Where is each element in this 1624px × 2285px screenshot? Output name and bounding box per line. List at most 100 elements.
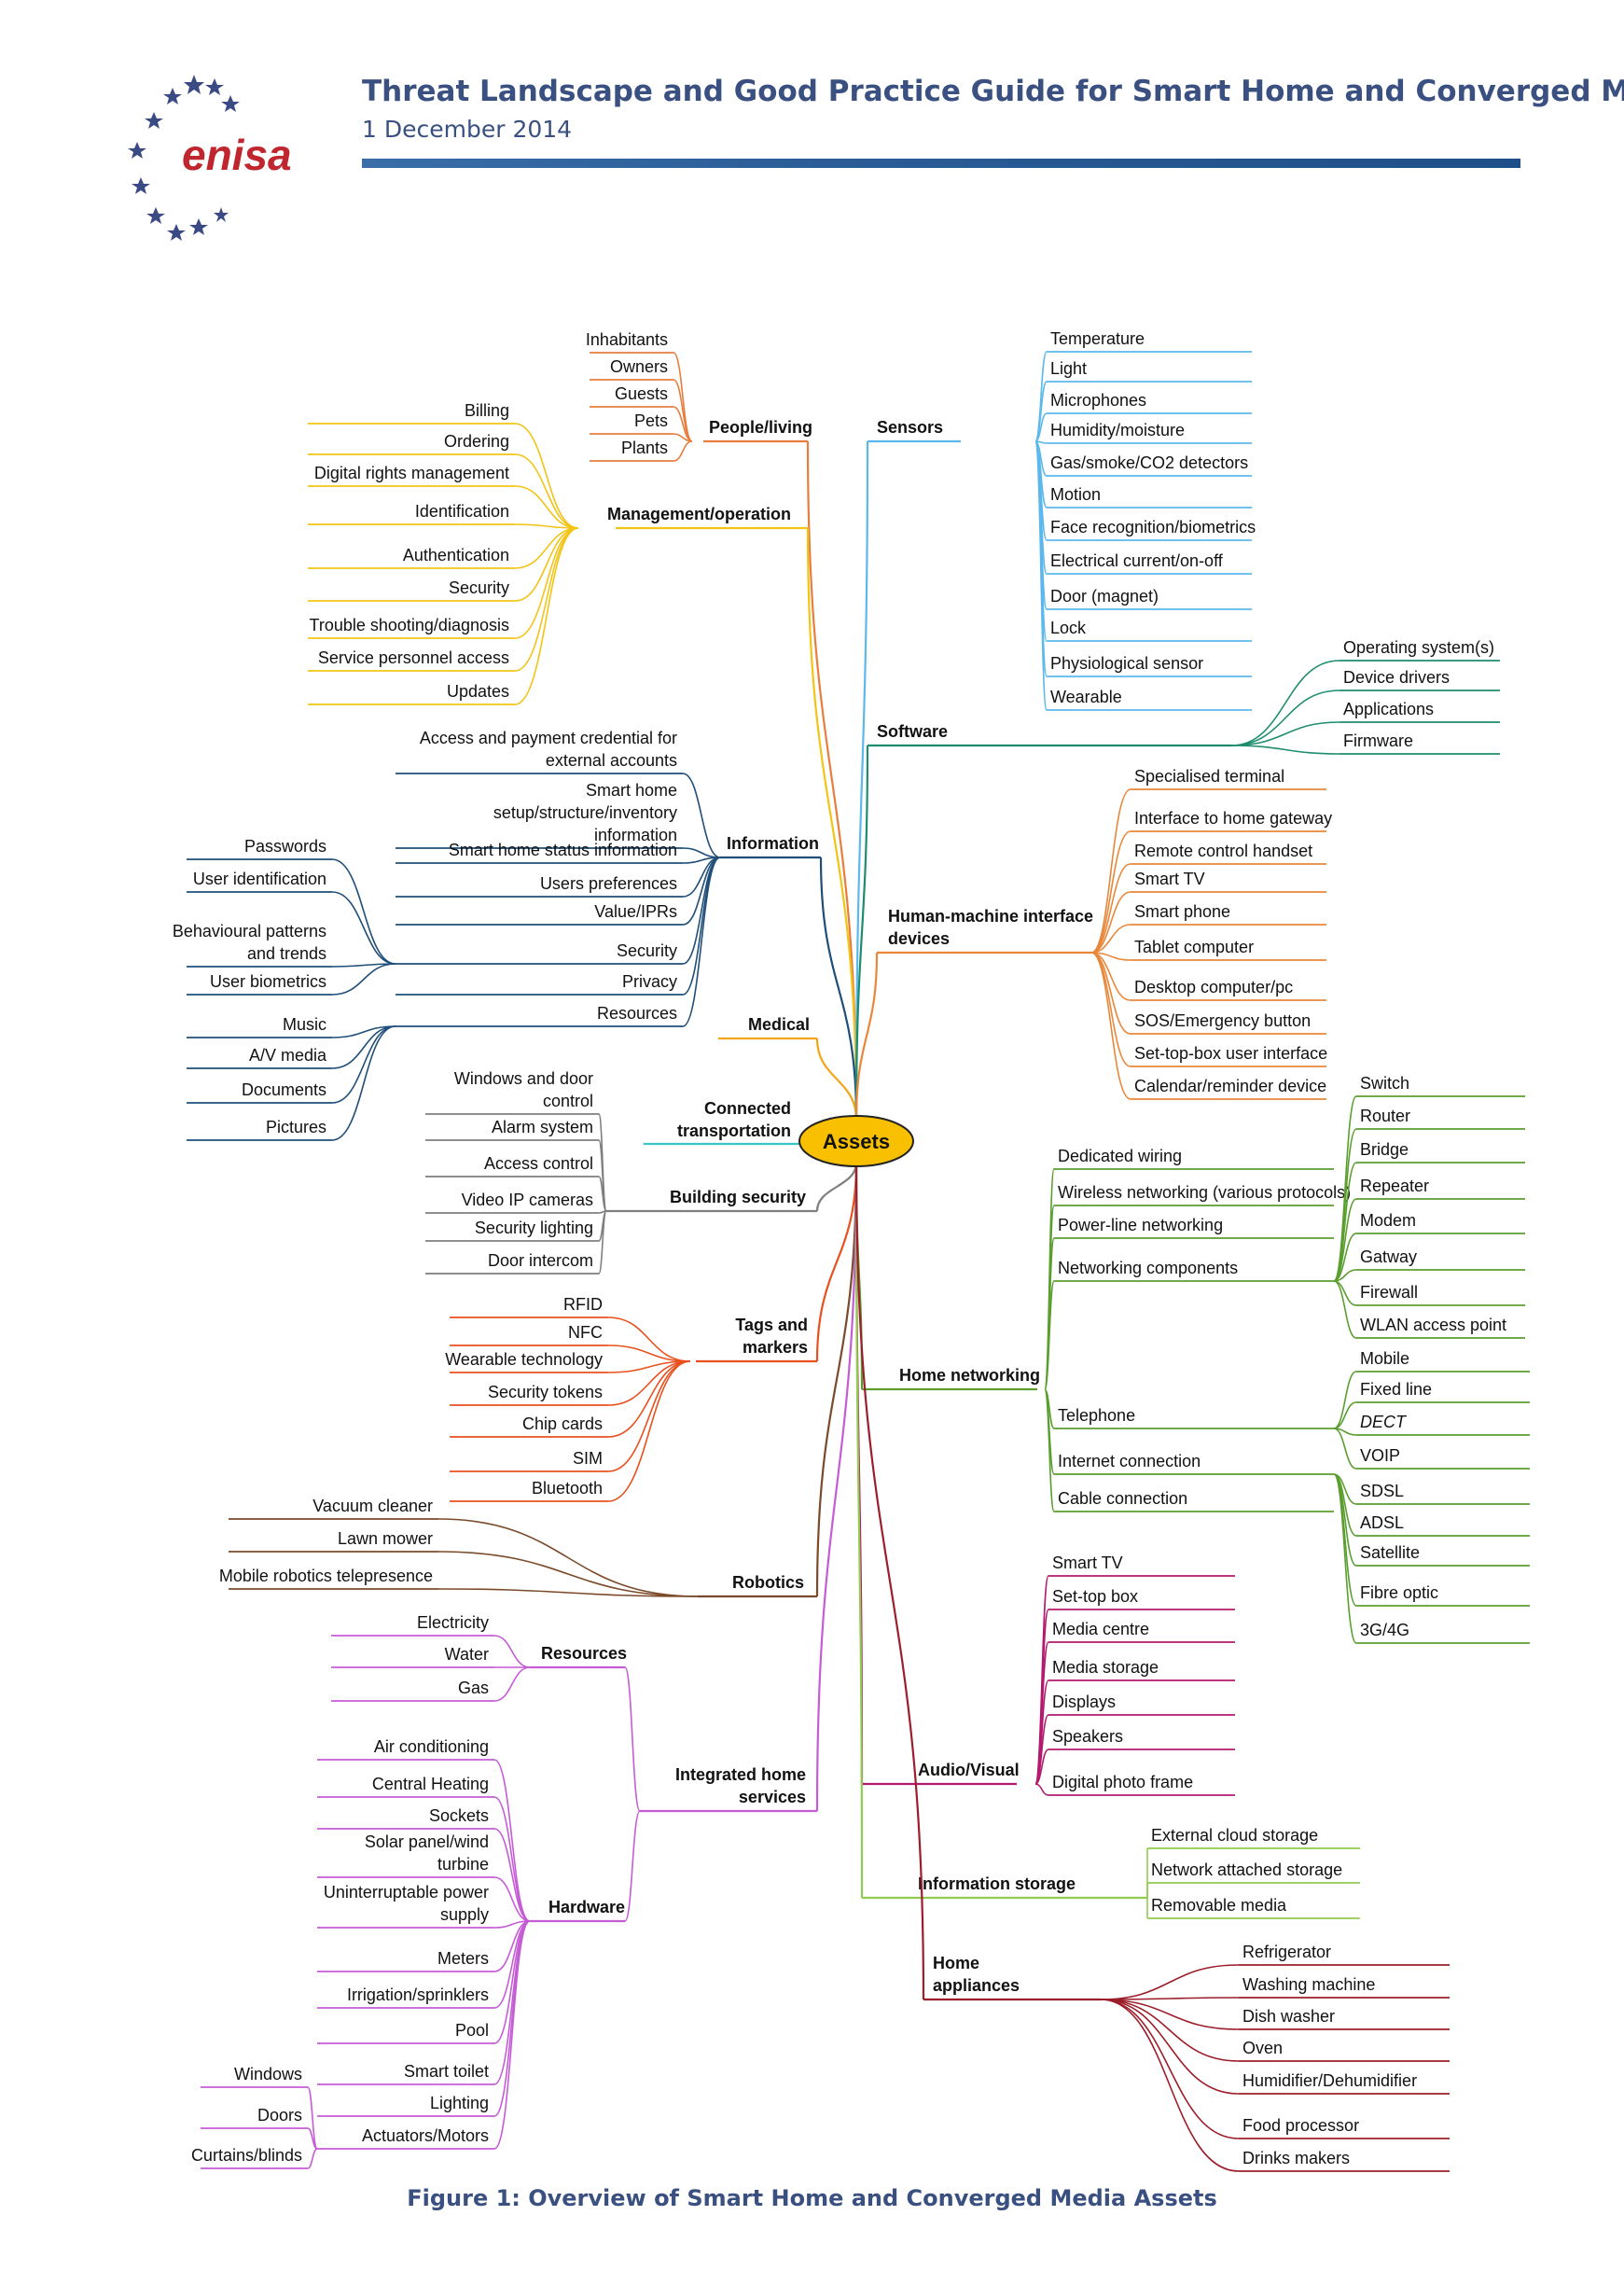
node-label: User identification — [193, 870, 326, 888]
connector — [673, 352, 693, 442]
node-label: Security — [617, 941, 677, 960]
node-label: Dish washer — [1242, 2007, 1335, 2026]
node-label: 3G/4G — [1360, 1621, 1409, 1639]
connector — [624, 1810, 641, 1922]
node-label: Drinks makers — [1242, 2149, 1350, 2167]
document-title: Threat Landscape and Good Practice Guide… — [362, 75, 1624, 108]
node-label: Dedicated wiring — [1058, 1147, 1182, 1165]
node-label: Interface to home gateway — [1134, 809, 1332, 828]
node-label: Applications — [1343, 700, 1434, 718]
node-label: Bluetooth — [532, 1479, 603, 1498]
node-label: Networking components — [1058, 1259, 1238, 1277]
connector — [493, 1920, 531, 2117]
branch-label: Robotics — [732, 1573, 804, 1592]
branch-label: Software — [877, 722, 948, 741]
node-label: Security tokens — [488, 1383, 603, 1401]
node-label: Guests — [615, 384, 668, 403]
connector — [1090, 924, 1131, 954]
node-label: Set-top box — [1052, 1587, 1138, 1606]
node-label: Media storage — [1052, 1658, 1159, 1677]
branch-label: Home networking — [899, 1366, 1040, 1385]
connector — [1333, 1473, 1357, 1607]
connector — [331, 891, 396, 965]
node-label: Switch — [1360, 1074, 1409, 1093]
node-label: SIM — [573, 1449, 603, 1468]
node-label: Windows — [234, 2065, 302, 2083]
connector — [493, 1876, 531, 1922]
connector — [673, 440, 693, 462]
logo-text: enisa — [182, 131, 292, 179]
connector — [514, 527, 579, 602]
trunk — [815, 1162, 858, 1362]
connector — [1090, 891, 1131, 954]
connector — [514, 485, 579, 529]
node-label: Motion — [1050, 485, 1101, 504]
connector — [1100, 1997, 1240, 2000]
connector — [1100, 1999, 1240, 2172]
node-label: Operating system(s) — [1343, 638, 1494, 657]
branch-label: Hardware — [548, 1898, 625, 1916]
node-label: Meters — [437, 1949, 489, 1968]
connector — [514, 423, 579, 529]
node-label: Chip cards — [522, 1414, 603, 1433]
node-label: Set-top-box user interface — [1134, 1044, 1327, 1063]
node-label: Device drivers — [1343, 668, 1450, 687]
trunk — [806, 527, 858, 1121]
connector — [1034, 440, 1048, 711]
connector — [607, 1360, 691, 1438]
node-label: Doors — [257, 2106, 302, 2125]
node-label: Water — [445, 1645, 489, 1664]
trunk — [806, 440, 858, 1121]
node-label: Smart TV — [1052, 1554, 1123, 1572]
trunk — [815, 1162, 858, 1597]
connector — [493, 1796, 531, 1922]
connector — [514, 527, 579, 639]
connector — [607, 1360, 691, 1502]
connector — [1230, 721, 1340, 746]
node-label: Desktop computer/pc — [1134, 978, 1293, 996]
node-label: Modem — [1360, 1211, 1416, 1230]
node-label: NFC — [568, 1323, 603, 1342]
connector — [331, 1025, 396, 1104]
node-label: Light — [1050, 359, 1087, 378]
connector — [493, 1920, 531, 2150]
node-label: Door (magnet) — [1050, 587, 1159, 606]
node-label: Irrigation/sprinklers — [347, 1985, 489, 2004]
node-label: Music — [283, 1015, 326, 1034]
node-label: Air conditioning — [374, 1737, 489, 1756]
connector — [1090, 952, 1131, 1100]
connector — [493, 1920, 531, 1972]
node-label: A/V media — [249, 1046, 327, 1065]
connector — [307, 2148, 318, 2169]
connector — [1034, 412, 1048, 442]
node-label: Pool — [455, 2021, 489, 2040]
trunk — [854, 952, 879, 1121]
connector — [437, 1551, 699, 1597]
node-label: Pictures — [266, 1118, 326, 1136]
node-label: Media centre — [1052, 1620, 1149, 1638]
trunk — [815, 1162, 858, 1212]
connector — [1034, 1783, 1049, 1796]
connector — [607, 1345, 691, 1362]
node-label: Displays — [1052, 1693, 1116, 1711]
connector — [682, 847, 721, 858]
connector — [493, 1920, 531, 2009]
document-date: 1 December 2014 — [362, 116, 573, 143]
node-label: Mobile — [1360, 1349, 1409, 1368]
node-label: Vacuum cleaner — [312, 1497, 433, 1515]
node-label: Resources — [597, 1004, 677, 1023]
node-label: Billing — [465, 401, 509, 420]
node-label: Gas — [458, 1679, 489, 1697]
connector — [1333, 1280, 1357, 1339]
header-rule — [362, 159, 1520, 168]
assets-center-node — [798, 1115, 914, 1167]
node-label: Remote control handset — [1134, 842, 1312, 860]
branch-label: Building security — [670, 1188, 806, 1206]
logo-stars-icon: enisa — [128, 75, 292, 241]
node-label: Humidity/moisture — [1050, 421, 1185, 439]
node-label: Electrical current/on-off — [1050, 551, 1224, 570]
node-label: RFID — [563, 1295, 603, 1314]
